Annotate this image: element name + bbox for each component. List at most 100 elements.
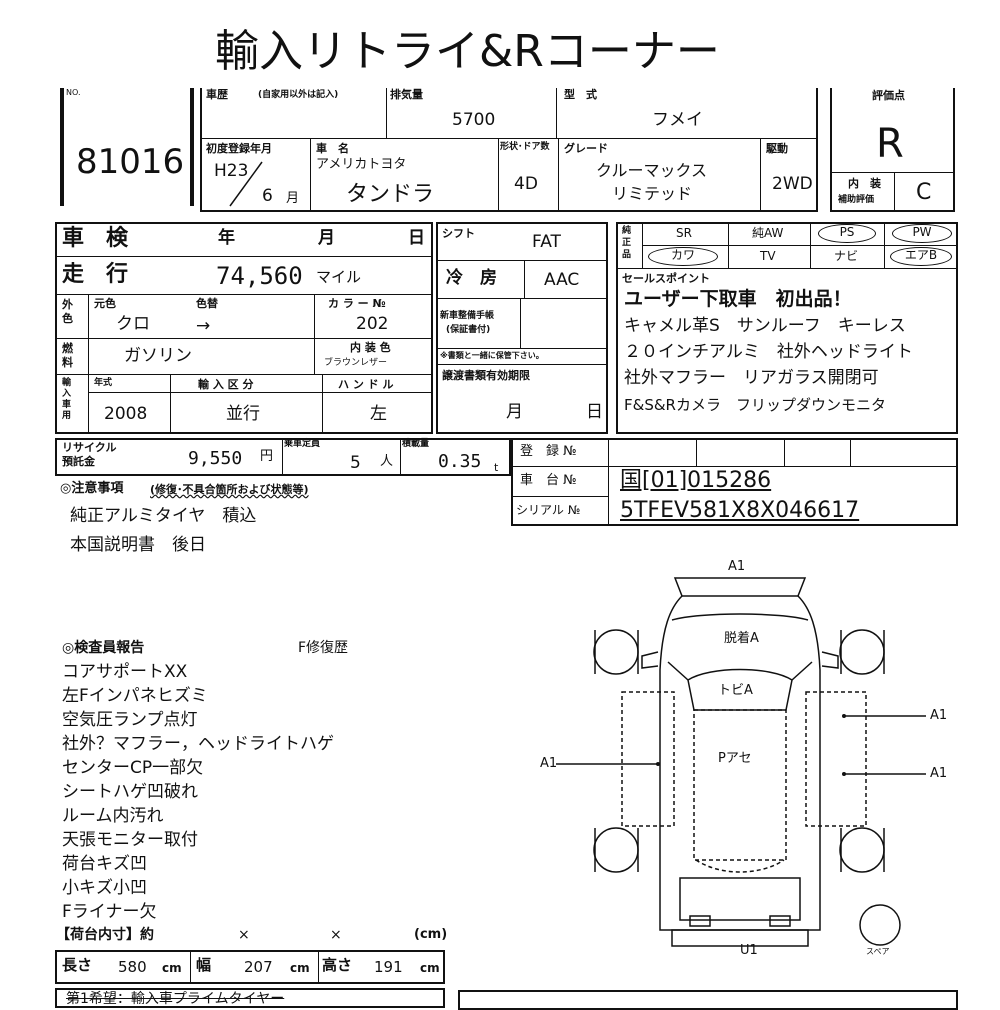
bed-times-2: × [330,927,342,943]
row-line [436,364,608,365]
orig-color-label: 元色 [94,297,116,310]
row-line [55,294,433,295]
score-value: R [876,121,904,167]
reg-no-label: 登 録 № [520,444,577,459]
lot-bracket-left [60,88,64,206]
equipment-label: 純正品 [622,226,632,260]
chassis-no-label: 車 台 № [520,473,577,488]
vline [696,438,697,466]
load-value: 0.35 [438,451,482,472]
row-line [642,245,958,246]
import-label: 輸入車用 [62,378,72,421]
ac-label: 冷 房 [446,268,497,288]
ext-color-label: 外色 [62,298,73,325]
row-line [511,466,958,467]
inspector-line: シートハゲ凹破れ [62,782,198,802]
recycle-label: リサイクル [62,441,117,454]
vline [784,438,785,466]
diagram-label-right-2: A1 [930,766,948,781]
car-name-label: 車 名 [316,142,349,155]
lot-bracket-right [190,88,194,206]
shape-value: 4D [514,174,538,194]
displacement-label: 排気量 [390,88,423,101]
inspector-line: センターCP一部欠 [62,758,204,778]
row-line [511,496,608,497]
shaken-day-unit: 日 [408,228,425,248]
recycle-amount: 9,550 [188,448,243,469]
capacity-value: 5 [350,453,361,473]
diagram-label-top: A1 [728,559,746,574]
page-title: 輸入リトライ&Rコーナー [215,26,720,77]
first-reg-month: 6 [262,186,273,206]
inspector-line: 社外？マフラー，ヘッドライトハゲ [62,734,334,754]
bed-times-1: × [238,927,250,943]
diagram-label-right-1: A1 [930,708,948,723]
inspector-line: 天張モニター取付 [62,830,198,850]
vline [608,438,609,526]
bed-width-unit: cm [290,961,310,975]
equip-sr: SR [676,226,692,240]
equip-navi: ナビ [834,249,859,263]
int-color-value: ブラウンレザー [324,358,388,368]
notes-heading: ◎注意事項 [60,481,124,496]
shift-label: シフト [442,227,475,240]
interior-score: C [916,180,932,205]
score-label: 評価点 [872,89,905,102]
grade-line1: クルーマックス [596,161,708,180]
recycle-sublabel: 預託金 [62,455,95,468]
bed-height-value: 191 [374,958,403,976]
middle-info-table [436,222,608,434]
bed-height-label: 高さ [322,956,353,974]
maint-sublabel: (保証書付) [446,325,491,335]
equip-pw: PW [892,224,952,243]
equip-airbag: エアB [890,247,952,266]
shape-label: 形状･ドア数 [500,142,550,152]
model-type-value: フメイ [652,110,703,130]
row-line [436,298,608,299]
serial-no-label: シリアル № [516,503,581,517]
bed-length-label: 長さ [62,956,93,974]
transfer-month: 月 [506,402,523,422]
bed-width-value: 207 [244,958,273,976]
bed-height-unit: cm [420,961,440,975]
maint-note: ※書類と一緒に保管下さい。 [440,351,544,360]
mileage-unit: マイル [316,268,362,286]
vline [314,294,315,374]
bed-size-table [55,950,445,984]
first-reg-label: 初度登録年月 [206,142,272,155]
transfer-label: 譲渡書類有効期限 [442,369,530,382]
repair-history: F修復歴 [298,640,349,656]
diagram-label-spare: スペア [866,947,890,956]
row-line [436,260,608,261]
load-label: 積載量 [402,439,430,449]
inspector-line: コアサポートXX [62,662,188,682]
handle-label: ハ ン ド ル [338,378,394,391]
equipment-sales-box [616,222,958,434]
left-info-table [55,222,433,434]
header-vline [558,138,559,212]
mileage-value: 74,560 [216,262,303,290]
inspector-line: 空気圧ランプ点灯 [62,710,198,730]
vline [728,222,729,268]
car-maker: アメリカトヨタ [316,157,407,172]
vline [850,438,851,466]
inspector-lines: コアサポートXX 左Fインパネヒズミ 空気圧ランプ点灯 社外？マフラー，ヘッドラ… [62,660,442,924]
notes-line-1: 純正アルミタイヤ 積込 [70,506,257,526]
chassis-no-value: 国[01]015286 [620,468,772,493]
capacity-unit: 人 [380,454,394,469]
inspector-line: 荷台キズ凹 [62,854,147,874]
history-label: 車歴 [206,88,228,101]
header-vline [498,138,499,212]
vline [520,298,521,348]
notes-heading-sub: (修復･不具合箇所および状態等) [150,483,309,496]
int-color-label: 内 装 色 [350,341,391,354]
registry-table [511,438,958,526]
notes-line-2: 本国説明書 後日 [70,535,206,555]
equip-tv: TV [760,249,776,263]
orig-color-value: クロ [116,314,150,334]
repaint-value: → [196,316,211,336]
history-note: (自家用以外は記入) [258,90,339,100]
shaken-label: 車 検 [62,226,129,251]
bed-length-unit: cm [162,961,182,975]
vline [810,222,811,268]
